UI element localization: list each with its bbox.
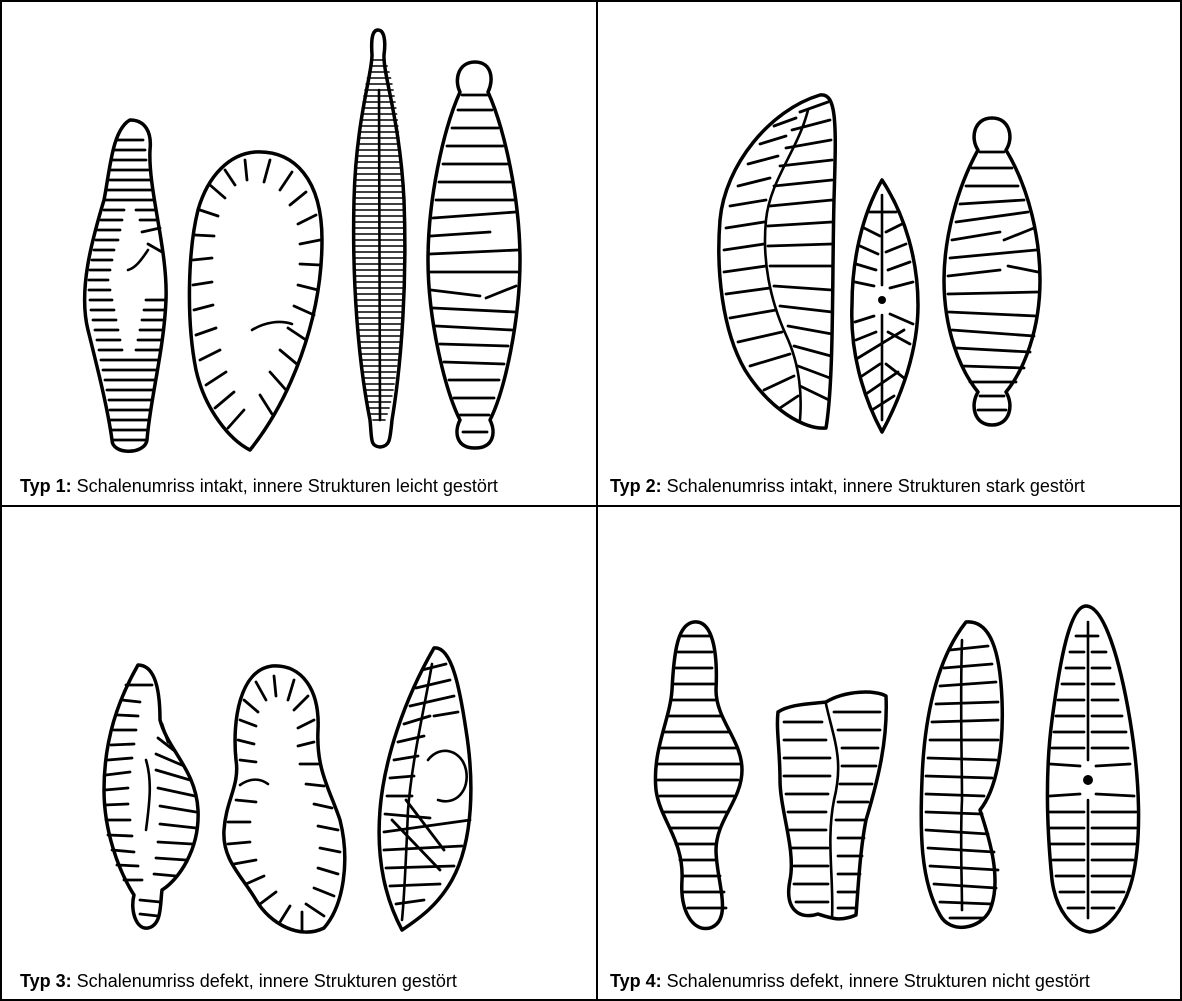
diatom-2a bbox=[719, 95, 835, 428]
diatom-1a bbox=[85, 120, 167, 451]
diatom-3c bbox=[379, 648, 471, 930]
caption-text: Schalenumriss defekt, innere Strukturen … bbox=[72, 971, 457, 991]
caption-label: Typ 2: bbox=[610, 476, 662, 496]
caption-label: Typ 3: bbox=[20, 971, 72, 991]
panel-1-drawings bbox=[85, 30, 520, 451]
diatom-1d bbox=[428, 62, 520, 448]
caption-text: Schalenumriss intakt, innere Strukturen … bbox=[662, 476, 1085, 496]
diatom-3b bbox=[224, 666, 345, 932]
panel-2-drawings bbox=[719, 95, 1040, 432]
caption-label: Typ 1: bbox=[20, 476, 72, 496]
caption-label: Typ 4: bbox=[610, 971, 662, 991]
caption-typ-2: Typ 2: Schalenumriss intakt, innere Stru… bbox=[610, 475, 1085, 497]
diatom-4d bbox=[1047, 606, 1138, 932]
diatom-4a bbox=[655, 622, 742, 929]
panel-3-drawings bbox=[104, 648, 471, 932]
caption-text: Schalenumriss intakt, innere Strukturen … bbox=[72, 476, 498, 496]
diatom-4b bbox=[777, 692, 886, 919]
diatom-4c bbox=[921, 622, 1002, 927]
diatom-3a bbox=[104, 665, 198, 928]
panel-4-drawings bbox=[655, 606, 1138, 932]
caption-typ-3: Typ 3: Schalenumriss defekt, innere Stru… bbox=[20, 970, 457, 992]
diatom-1b bbox=[189, 152, 322, 450]
diatom-2c bbox=[944, 118, 1040, 425]
caption-typ-1: Typ 1: Schalenumriss intakt, innere Stru… bbox=[20, 475, 498, 497]
diatom-1c bbox=[354, 30, 405, 447]
caption-typ-4: Typ 4: Schalenumriss defekt, innere Stru… bbox=[610, 970, 1090, 992]
diatom-2b bbox=[852, 180, 918, 432]
caption-text: Schalenumriss defekt, innere Strukturen … bbox=[662, 971, 1090, 991]
